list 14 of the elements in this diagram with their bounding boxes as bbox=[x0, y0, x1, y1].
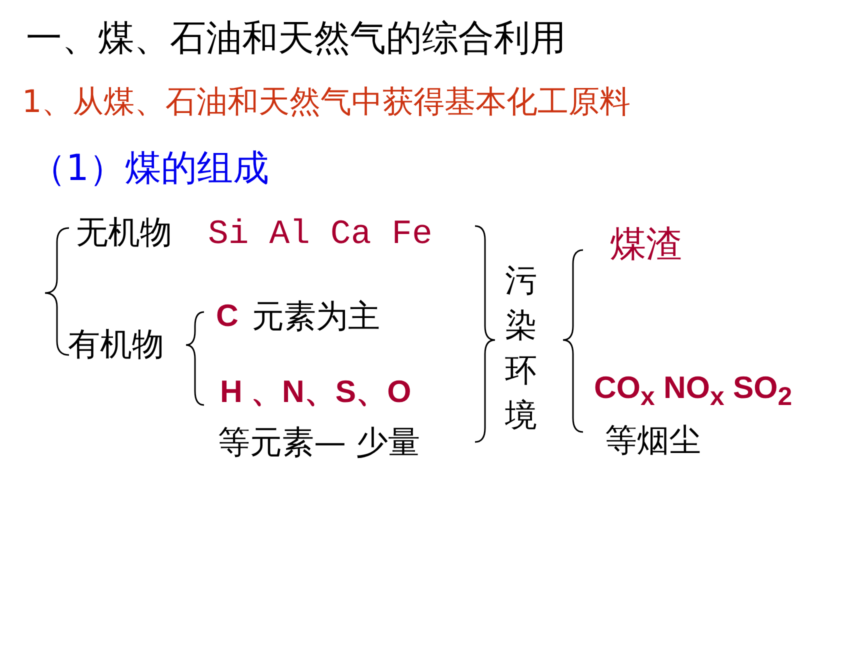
category-label: 有机物 bbox=[68, 326, 164, 363]
vertical-label: 污染环境 bbox=[505, 260, 538, 436]
element-list: Si Al Ca Fe bbox=[208, 216, 432, 256]
subtitle: 1、从煤、石油和天然气中获得基本化工原料 bbox=[22, 85, 631, 121]
element-symbol: C bbox=[216, 298, 238, 334]
section-heading: （1）煤的组成 bbox=[30, 148, 269, 190]
element-note: 元素为主 bbox=[252, 298, 380, 335]
product-label: 煤渣 bbox=[610, 224, 682, 266]
category-label: 无机物 bbox=[76, 214, 172, 251]
formula-list: CO$_{x}$ NO$_{x}$ SO$_{2}$ bbox=[594, 370, 792, 413]
element-note: 等元素— 少量 bbox=[218, 424, 420, 461]
title: 一、煤、石油和天然气的综合利用 bbox=[26, 18, 566, 60]
product-label: 等烟尘 bbox=[605, 422, 701, 459]
element-list: H 、N、S、O bbox=[220, 374, 412, 410]
